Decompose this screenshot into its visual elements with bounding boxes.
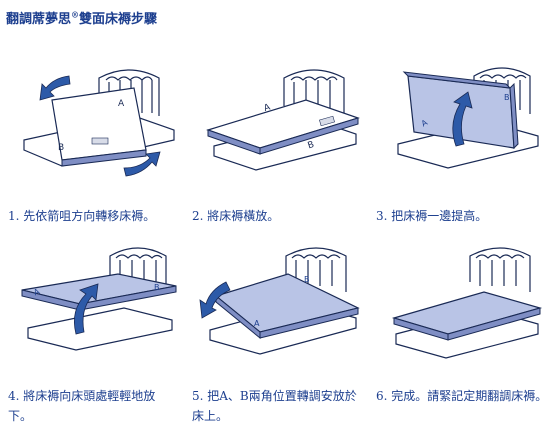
mattress-white	[51, 87, 147, 161]
corner-b-label: B	[154, 283, 160, 292]
bed-headboard-icon	[285, 247, 347, 292]
step-4-caption: 4. 將床褥向床頭處輕輕地放下。	[8, 389, 156, 423]
title-rest: 雙面床褥步驟	[79, 12, 158, 27]
corner-a-label: A	[32, 287, 41, 298]
corner-b-label: B	[307, 140, 316, 151]
bed-base	[27, 307, 173, 351]
step-3-illustration: A B	[378, 58, 548, 188]
page-title: 翻調蓆夢思®雙面床褥步驟	[6, 8, 157, 27]
registered-mark: ®	[71, 9, 80, 20]
step-5-caption: 5. 把A、B兩角位置轉調安放於床上。	[192, 389, 357, 423]
step-4-illustration: A B	[14, 238, 184, 368]
step-2-caption: 2. 將床褥橫放。	[192, 209, 280, 223]
corner-a-label: A	[420, 118, 430, 129]
corner-a-label: A	[254, 319, 260, 328]
step-1-illustration: A B	[14, 58, 184, 188]
bed-headboard-icon	[469, 247, 531, 292]
corner-b-label: B	[304, 275, 310, 284]
rotate-arrow-icon	[39, 75, 71, 101]
step-3-caption: 3. 把床褥一邊提高。	[376, 209, 488, 223]
up-arrow-icon	[452, 91, 473, 147]
step-2-illustration: A B	[196, 58, 366, 188]
corner-b-label: B	[504, 93, 510, 102]
corner-a-label: A	[263, 102, 273, 114]
step-6-caption: 6. 完成。請緊記定期翻調床褥。	[376, 389, 548, 403]
step-6-illustration	[378, 238, 548, 368]
corner-a-label: A	[118, 99, 125, 109]
rotate-arrow-icon-2	[123, 151, 161, 177]
title-brand: 翻調蓆夢思	[6, 12, 72, 27]
step-1-caption: 1. 先依箭咀方向轉移床褥。	[8, 209, 156, 223]
step-5-illustration: A B	[196, 238, 366, 368]
corner-b-label: B	[58, 143, 64, 153]
rotate-arrow-icon	[199, 281, 231, 319]
up-arrow-icon	[73, 283, 99, 335]
